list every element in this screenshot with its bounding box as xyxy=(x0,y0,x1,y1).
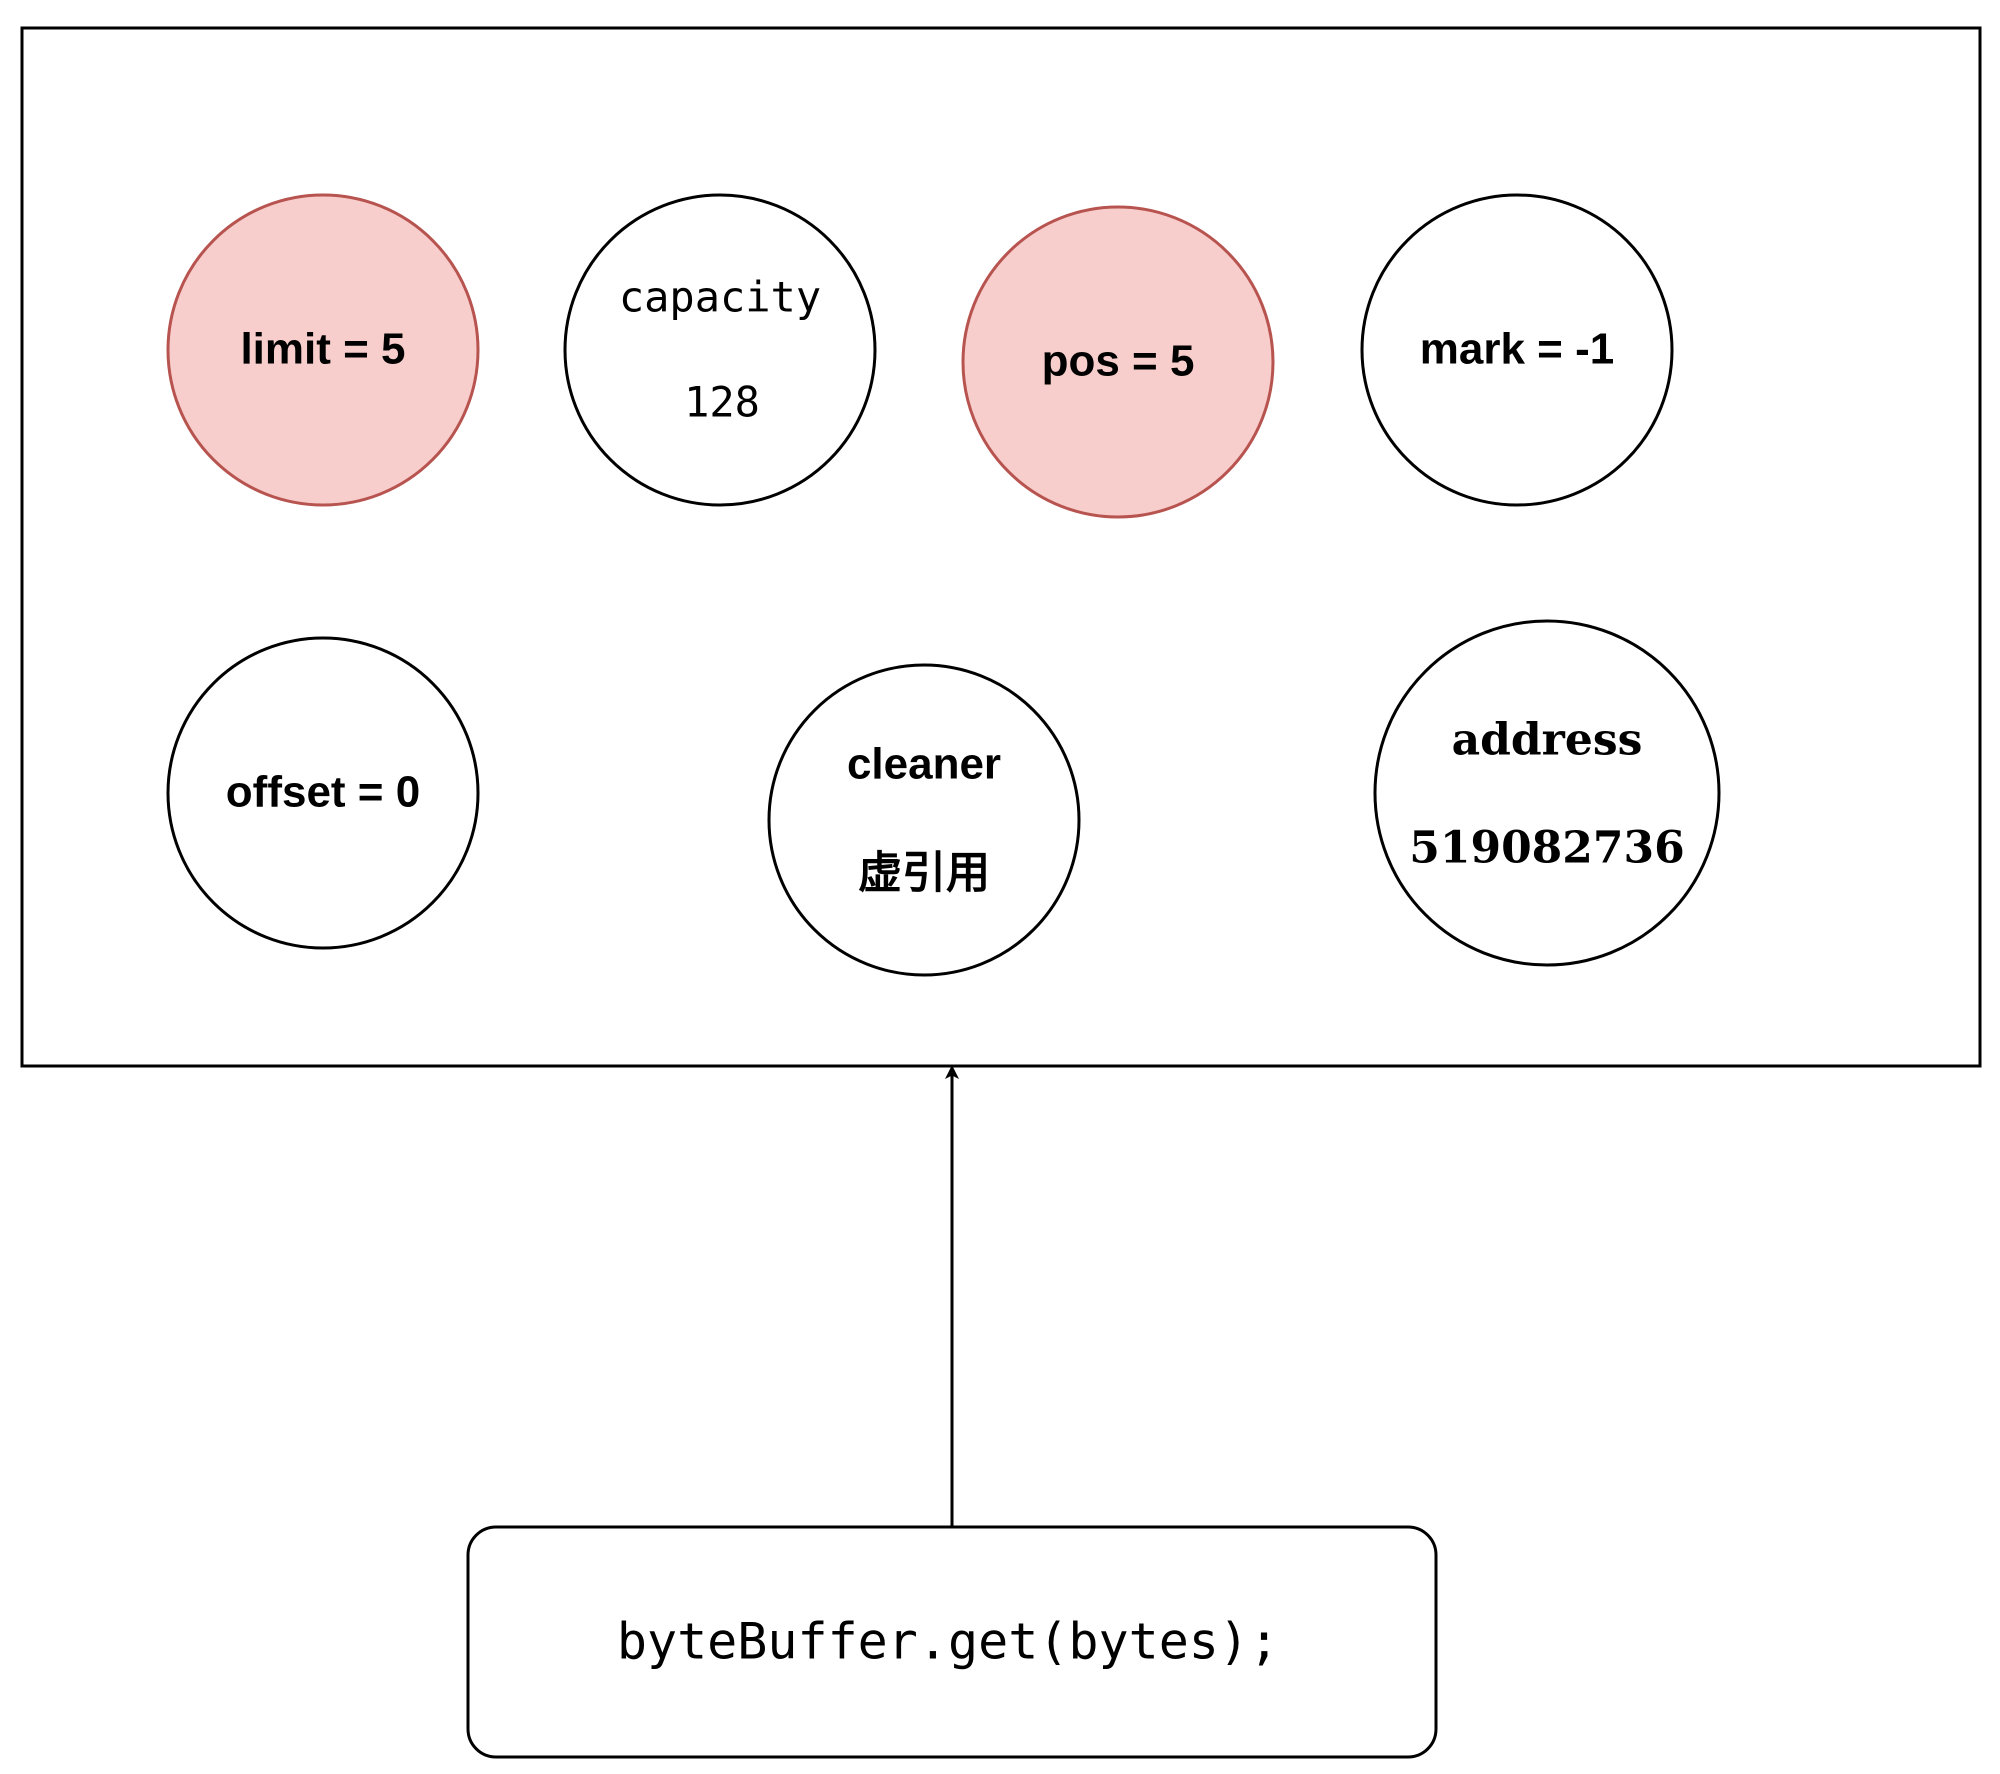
mark-node: mark = -1 xyxy=(1360,193,1674,507)
limit-node: limit = 5 xyxy=(166,193,480,507)
offset-node: offset = 0 xyxy=(166,636,480,950)
offset-label: offset = 0 xyxy=(226,768,420,817)
capacity-value: 128 xyxy=(684,378,760,427)
code-call-text: byteBuffer.get(bytes); xyxy=(617,1613,1279,1671)
code-box-rect xyxy=(466,1525,1438,1759)
mark-circle xyxy=(1360,193,1674,507)
mark-label: mark = -1 xyxy=(1420,325,1614,374)
code-box: byteBuffer.get(bytes); xyxy=(466,1525,1438,1759)
cleaner-value: 虚引用 xyxy=(858,849,990,898)
pos-node: pos = 5 xyxy=(961,205,1275,519)
address-circle xyxy=(1373,619,1721,967)
pos-label: pos = 5 xyxy=(1042,337,1195,386)
limit-circle xyxy=(166,193,480,507)
cleaner-node: cleaner 虚引用 xyxy=(767,663,1081,977)
capacity-node: capacity 128 xyxy=(563,193,877,507)
address-name: address xyxy=(1452,715,1643,766)
capacity-circle xyxy=(563,193,877,507)
limit-label: limit = 5 xyxy=(240,325,405,374)
offset-circle xyxy=(166,636,480,950)
cleaner-circle xyxy=(767,663,1081,977)
address-node: address 519082736 xyxy=(1373,619,1721,967)
cleaner-name: cleaner xyxy=(847,740,1001,789)
pos-circle xyxy=(961,205,1275,519)
address-value: 519082736 xyxy=(1409,823,1685,874)
capacity-name: capacity xyxy=(619,273,821,322)
